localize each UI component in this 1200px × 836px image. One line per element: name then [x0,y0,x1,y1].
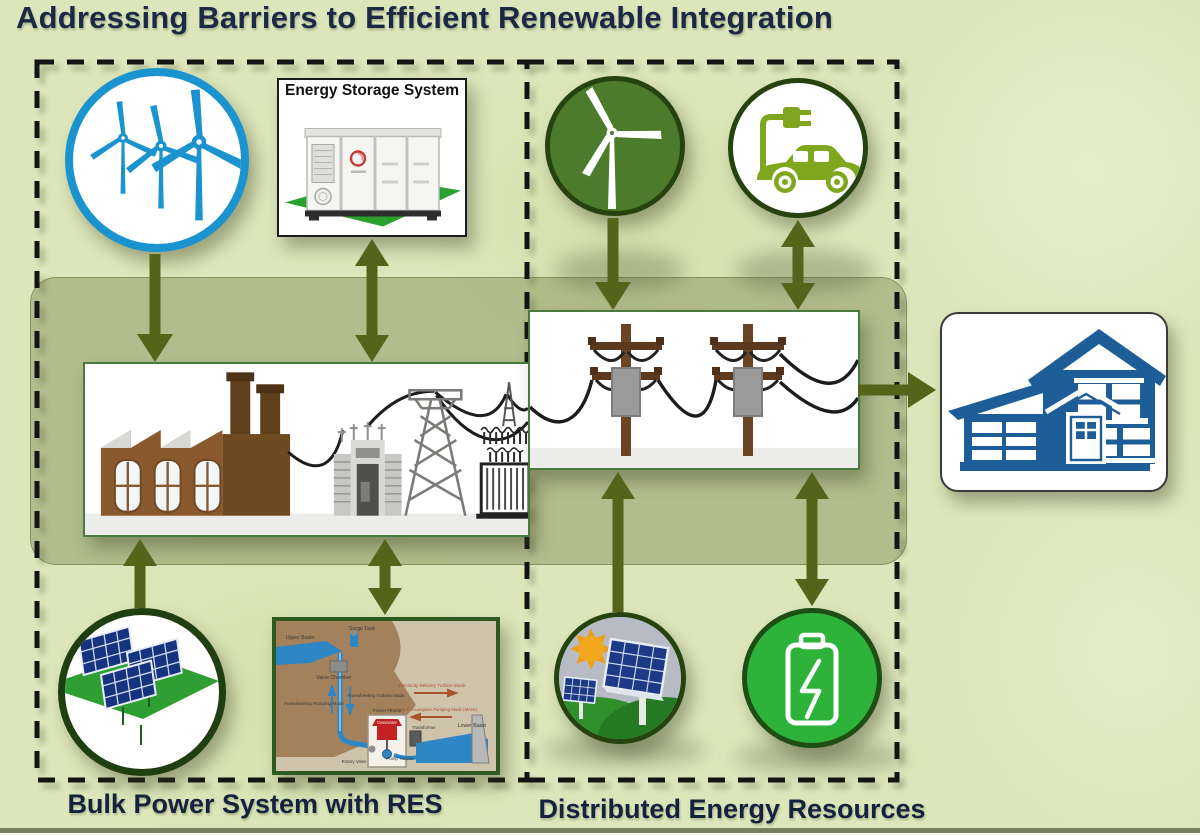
hydro-label: Transformer [412,725,436,730]
utility-pole [710,324,786,456]
bulk-grid-node [83,362,530,537]
hydro-label: Lower Basin [458,723,487,729]
hydro-label: Power House [373,708,402,714]
hydro-label: Upper Basin [286,635,315,641]
storage-container-icon [285,128,461,227]
valve-chamber [329,660,348,673]
power-lines [287,389,528,468]
hydro-label: Pump Turbine [386,756,414,761]
wind-der-node [545,76,685,216]
utility-poles-icon [530,324,858,468]
car [757,145,863,193]
pumped-hydro-storage-icon: Upper Basin Surge Tank Valve Chamber Fre… [276,621,496,771]
wind-farm-node [65,68,249,252]
distributed-energy-resources-label: Distributed Energy Resources [538,794,926,824]
battery-charge-icon [785,632,839,726]
garage-door [972,422,1036,460]
solar-panels-icon [65,625,219,745]
solar-der-node [554,612,686,744]
ground [530,448,858,468]
solar-panel-sun-icon [559,617,681,739]
house-icon [948,329,1166,471]
hydro-label: Rotary Valve [342,759,367,764]
solar-farm-node [58,608,226,776]
bottom-edge-bar [0,828,1200,833]
hydro-label: Freewheeling Turbine Mode [348,693,405,698]
electric-vehicle-icon [757,107,863,193]
pumped-hydro-node: Upper Basin Surge Tank Valve Chamber Fre… [272,617,500,775]
energy-storage-node: Energy Storage System [277,78,467,237]
bottom-edge-white [0,833,1200,836]
wind-turbines-icon [90,89,241,221]
sun [570,628,612,670]
bulk-power-system-label: Bulk Power System with RES [67,789,443,819]
utility-pole [588,324,664,456]
ev-node [728,78,868,218]
factory [100,372,291,516]
hydro-label: Freewheeling Pumping Mode [284,701,344,706]
container-unit [304,128,442,221]
home-node [940,312,1168,492]
hydro-label: Generator [377,720,397,725]
distribution-grid-node [528,310,860,470]
hydro-label: Valve Chamber [316,675,352,681]
ground [85,513,528,535]
battery-node [742,608,882,748]
lightning-bolt [799,658,822,720]
hydro-label: Surge Tank [349,626,376,632]
energy-storage-title: Energy Storage System [284,82,459,99]
wind-turbine-icon [582,87,662,209]
power-plant-transmission-icon [85,372,528,535]
distribution-lines [530,352,858,424]
page-title: Addressing Barriers to Efficient Renewab… [16,0,833,35]
substation [333,422,402,516]
hydro-label: Electricity Delivery Turbine Mode [399,683,466,688]
